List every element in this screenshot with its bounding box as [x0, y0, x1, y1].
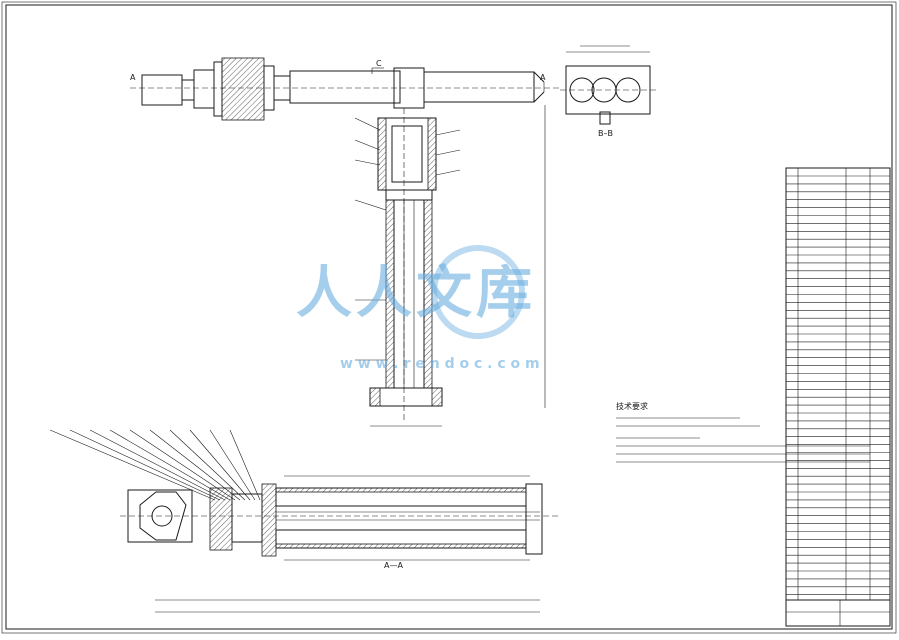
- inner-border: [5, 4, 893, 630]
- watermark: 人人文库 w w w . r e n d o c . c o m: [296, 245, 540, 372]
- title-block: [785, 599, 891, 627]
- section-mark-a-left: A: [130, 73, 136, 82]
- technical-notes: 技术要求: [616, 401, 870, 463]
- section-label-b-b: B–B: [598, 129, 613, 138]
- notes-title: 技术要求: [616, 401, 648, 411]
- section-mark-a-right: A: [540, 73, 546, 82]
- section-a-a-view: A—A: [49, 429, 560, 613]
- front-view-column: [354, 105, 546, 427]
- parts-list-table: [785, 167, 891, 601]
- section-label-a-a: A—A: [384, 561, 403, 570]
- view-label-c: C: [376, 59, 382, 68]
- top-view-arm: A A C: [130, 57, 560, 121]
- watermark-url: w w w . r e n d o c . c o m: [340, 356, 540, 372]
- watermark-text: 人人文库: [296, 261, 536, 326]
- section-b-b-view: B–B: [560, 45, 656, 138]
